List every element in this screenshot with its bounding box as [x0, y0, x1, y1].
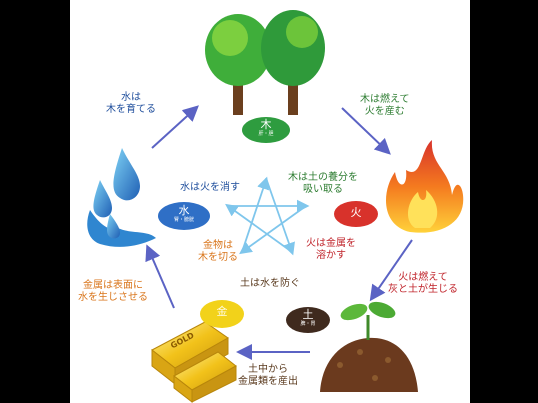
label-earth-water: 土は水を防ぐ: [240, 278, 300, 289]
star-fire-to-metal: [239, 205, 307, 255]
earth-sub: 脾・胃: [300, 321, 316, 327]
star-earth-to-water: [225, 203, 293, 253]
trees-icon: [205, 10, 325, 115]
star-metal-to-wood: [241, 176, 270, 253]
illustration-layer: [87, 10, 464, 403]
water-kanji: 水: [178, 204, 190, 217]
label-fire-metal-line1: 火は金属を: [306, 238, 356, 249]
badge-fire-label: 火: [334, 206, 378, 220]
star-wood-to-earth: [265, 177, 295, 256]
label-earth-metal-line2: 金属類を産出: [238, 376, 298, 387]
five-elements-diagram: 木 肝・胆 火 土 脾・胃 金 水 腎・膀胱 GOLD 水は 木を育てる 木は燃…: [70, 0, 470, 403]
arrow-metal-to-water: [145, 244, 175, 309]
label-wood-fire-line1: 木は燃えて: [360, 94, 410, 105]
earth-kanji: 土: [302, 308, 314, 321]
label-metal-wood-line2: 木を切る: [198, 252, 238, 263]
badge-metal-label: 金: [200, 305, 244, 319]
badge-water-label: 水 腎・膀胱: [158, 205, 210, 224]
badge-earth: [286, 307, 330, 333]
badge-wood: [242, 117, 290, 143]
label-fire-earth-line2: 灰と土が生じる: [388, 284, 458, 295]
badge-fire: [334, 201, 378, 227]
label-wood-earth: 木は土の養分を 吸い取る: [288, 172, 358, 196]
label-metal-water-line2: 水を生じさせる: [78, 292, 148, 303]
label-fire-earth-line1: 火は燃えて: [398, 272, 448, 283]
label-wood-earth-line2: 吸い取る: [303, 184, 343, 195]
fire-kanji: 火: [350, 206, 362, 219]
label-water-wood: 水は 木を育てる: [106, 92, 156, 116]
arrow-water-to-wood: [151, 105, 199, 149]
water-sub: 腎・膀胱: [173, 217, 194, 223]
arrow-wood-to-fire: [341, 107, 391, 155]
water-drops-icon: [87, 148, 156, 247]
label-water-wood-line2: 木を育てる: [106, 104, 156, 115]
wood-kanji: 木: [260, 118, 272, 131]
badge-wood-label: 木 肝・胆: [242, 119, 290, 138]
arrow-fire-to-earth: [369, 239, 413, 302]
controlling-star: [225, 176, 310, 256]
label-fire-metal: 火は金属を 溶かす: [306, 238, 356, 262]
soil-sprout-icon: [320, 301, 418, 392]
label-wood-earth-line1: 木は土の養分を: [288, 172, 358, 183]
badge-earth-label: 土 脾・胃: [286, 309, 330, 328]
generating-arrows: [145, 105, 413, 360]
wood-sub: 肝・胆: [258, 131, 274, 137]
label-metal-water-line1: 金属は表面に: [83, 280, 143, 291]
badge-water: [158, 202, 210, 230]
label-metal-water: 金属は表面に 水を生じさせる: [78, 280, 148, 304]
label-wood-fire-line2: 火を産む: [364, 106, 405, 117]
label-water-wood-line1: 水は: [121, 92, 141, 103]
label-fire-metal-line2: 溶かす: [316, 250, 346, 261]
badge-metal: [200, 300, 244, 328]
label-earth-metal: 土中から 金属類を産出: [238, 364, 298, 388]
label-metal-wood: 金物は 木を切る: [198, 240, 238, 264]
label-fire-earth: 火は燃えて 灰と土が生じる: [388, 272, 458, 296]
gold-bars-icon: [151, 321, 237, 403]
flame-icon: [385, 140, 464, 233]
label-water-fire: 水は火を消す: [180, 182, 240, 193]
label-metal-wood-line1: 金物は: [203, 240, 233, 251]
label-earth-metal-line1: 土中から: [248, 364, 288, 375]
label-wood-fire: 木は燃えて 火を産む: [360, 94, 410, 118]
metal-kanji: 金: [216, 305, 228, 318]
